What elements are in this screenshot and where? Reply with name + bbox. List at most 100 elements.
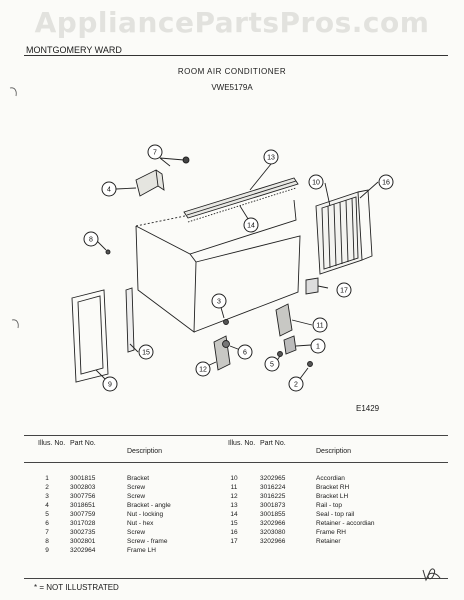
- table-cell-part: 3007756: [70, 493, 96, 500]
- svg-text:14: 14: [247, 223, 255, 230]
- table-cell-illus: 16: [230, 529, 238, 536]
- table-cell-desc: Screw: [127, 484, 146, 491]
- table-cell-part: 3002735: [70, 529, 96, 536]
- table-cell-desc: Screw - frame: [127, 538, 168, 545]
- exploded-parts-diagram: 7 4 13 10 16 14 8 17 3 11 1 6 15 5 12 9 …: [71, 144, 394, 392]
- callout-2: 2: [288, 376, 304, 392]
- svg-text:3: 3: [217, 299, 221, 306]
- col-header-part-left: Part No.: [70, 440, 96, 447]
- svg-text:12: 12: [199, 367, 207, 374]
- frame-rh-part: [315, 189, 373, 275]
- manufacturer-label: MONTGOMERY WARD: [26, 45, 122, 55]
- callout-1: 1: [310, 338, 326, 354]
- svg-text:10: 10: [312, 180, 320, 187]
- table-cell-illus: 2: [45, 484, 49, 491]
- table-cell-part: 3202965: [260, 475, 286, 482]
- page-title: ROOM AIR CONDITIONER: [177, 67, 287, 76]
- svg-text:17: 17: [340, 288, 348, 295]
- callout-16: 16: [378, 174, 394, 190]
- handwritten-mark: [422, 568, 441, 582]
- callout-14: 14: [243, 217, 259, 233]
- col-header-illus-right: Illus. No.: [228, 440, 256, 447]
- svg-text:6: 6: [243, 350, 247, 357]
- screw-part: [223, 319, 229, 325]
- table-cell-part: 3202966: [260, 538, 286, 545]
- table-cell-desc: Nut - hex: [127, 520, 154, 527]
- table-cell-desc: Frame RH: [316, 529, 346, 536]
- callout-17: 17: [336, 282, 352, 298]
- col-header-desc-right: Description: [316, 448, 352, 455]
- table-cell-desc: Retainer - accordian: [316, 520, 375, 527]
- svg-text:8: 8: [89, 237, 93, 244]
- table-cell-desc: Retainer: [316, 538, 341, 545]
- bracket-part: [283, 335, 297, 355]
- bracket-rh-part: [275, 303, 293, 337]
- svg-text:16: 16: [382, 180, 390, 187]
- callout-9: 9: [102, 376, 118, 392]
- table-cell-illus: 5: [45, 511, 49, 518]
- table-cell-part: 3018651: [70, 502, 96, 509]
- callout-11: 11: [312, 317, 328, 333]
- svg-text:13: 13: [267, 155, 275, 162]
- table-cell-illus: 6: [45, 520, 49, 527]
- col-header-desc-left: Description: [127, 448, 163, 455]
- top-rail-seal-part: [187, 187, 297, 223]
- table-cell-part: 3001873: [260, 502, 286, 509]
- table-cell-illus: 1: [45, 475, 49, 482]
- hex-nut-part: [222, 340, 230, 348]
- table-cell-part: 3016225: [260, 493, 286, 500]
- frame-screw-part: [105, 249, 111, 255]
- svg-text:11: 11: [316, 323, 323, 330]
- table-cell-part: 3001855: [260, 511, 286, 518]
- table-cell-illus: 8: [45, 538, 49, 545]
- table-cell-part: 3017028: [70, 520, 96, 527]
- model-number: VWE5179A: [211, 83, 253, 92]
- svg-text:5: 5: [270, 362, 274, 369]
- table-cell-illus: 4: [45, 502, 49, 509]
- callout-15: 15: [138, 344, 154, 360]
- table-cell-illus: 11: [230, 484, 238, 491]
- table-cell-illus: 10: [230, 475, 238, 482]
- svg-text:7: 7: [153, 150, 157, 157]
- margin-mark-mid: [11, 319, 19, 329]
- bracket-angle-part: [135, 169, 165, 197]
- table-cell-part: 3002803: [70, 484, 96, 491]
- margin-mark-top: [9, 87, 17, 97]
- table-cell-part: 3203080: [260, 529, 286, 536]
- diagram-reference: E1429: [356, 404, 380, 413]
- footnote: * = NOT ILLUSTRATED: [34, 583, 119, 592]
- svg-text:15: 15: [142, 350, 150, 357]
- col-header-part-right: Part No.: [260, 440, 286, 447]
- table-cell-illus: 9: [45, 547, 49, 554]
- table-cell-desc: Bracket - angle: [127, 502, 171, 509]
- table-cell-part: 3202964: [70, 547, 96, 554]
- table-top-rule: [24, 435, 448, 436]
- table-cell-part: 3002801: [70, 538, 96, 545]
- callout-4: 4: [101, 181, 117, 197]
- svg-text:2: 2: [294, 382, 298, 389]
- table-header-rule: [24, 462, 448, 463]
- screw-part: [307, 361, 313, 367]
- table-cell-desc: Screw: [127, 493, 146, 500]
- svg-text:1: 1: [316, 344, 320, 351]
- table-cell-desc: Nut - locking: [127, 511, 164, 518]
- table-bottom-rule: [24, 578, 448, 579]
- table-cell-desc: Frame LH: [127, 547, 156, 554]
- table-cell-illus: 15: [230, 520, 238, 527]
- svg-text:4: 4: [107, 187, 111, 194]
- table-cell-illus: 14: [230, 511, 238, 518]
- table-cell-illus: 7: [45, 529, 49, 536]
- retainer-part: [305, 277, 319, 295]
- table-cell-part: 3016224: [260, 484, 286, 491]
- table-cell-desc: Bracket: [127, 475, 150, 482]
- locking-nut-part: [277, 351, 283, 357]
- table-cell-illus: 17: [230, 538, 238, 545]
- watermark: AppliancePartsPros.com: [34, 6, 430, 39]
- table-cell-part: 3007759: [70, 511, 96, 518]
- callout-12: 12: [195, 361, 211, 377]
- table-cell-illus: 13: [230, 502, 238, 509]
- retainer-accordian-part: [125, 287, 135, 353]
- table-cell-part: 3202966: [260, 520, 286, 527]
- table-cell-desc: Bracket LH: [316, 493, 349, 500]
- col-header-illus-left: Illus. No.: [38, 440, 66, 447]
